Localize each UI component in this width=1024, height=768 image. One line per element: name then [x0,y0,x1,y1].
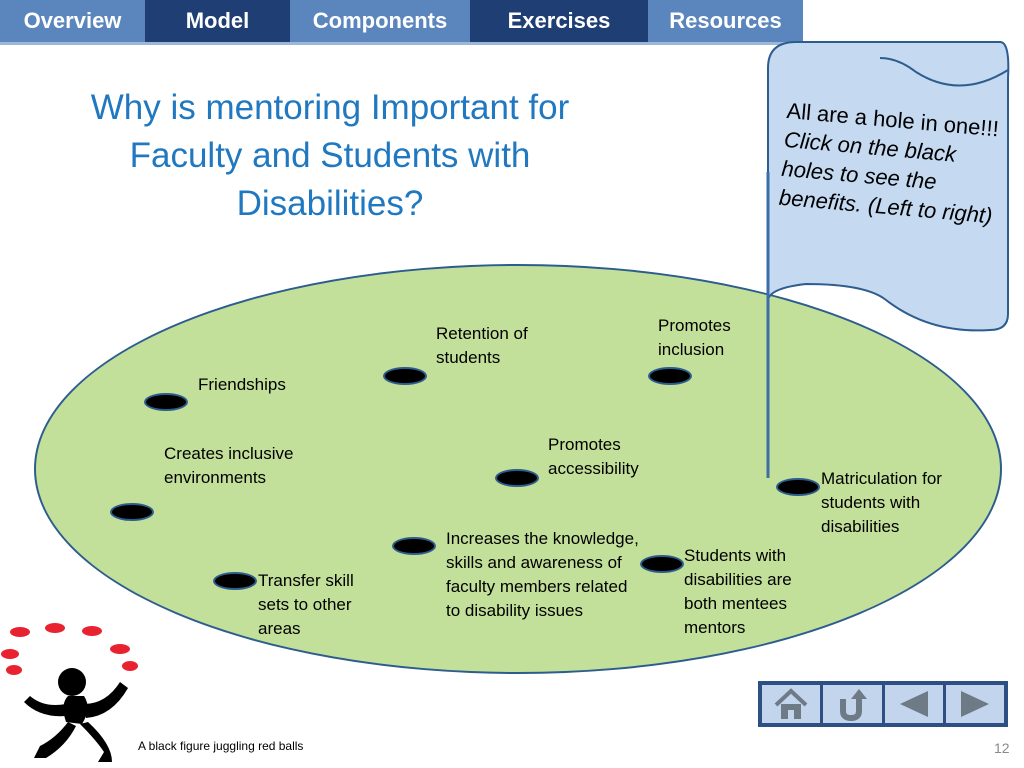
tab-components[interactable]: Components [290,0,470,42]
top-navigation: Overview Model Components Exercises Reso… [0,0,803,42]
hole-matriculation[interactable] [776,478,820,496]
juggler-figure-icon [1,623,138,762]
label-inclusive-environments: Creates inclusive environments [164,444,294,487]
label-accessibility: Promotes accessibility [548,435,639,478]
label-promotes-inclusion: Promotes inclusion [658,316,731,359]
image-caption: A black figure juggling red balls [138,739,304,753]
home-button[interactable] [762,685,821,723]
page-number: 12 [994,740,1010,756]
label-friendships: Friendships [198,375,286,394]
hole-retention[interactable] [383,367,427,385]
return-icon [840,689,868,721]
label-matriculation: Matriculation for students with disabili… [821,469,942,536]
hole-promotes-inclusion[interactable] [648,367,692,385]
tab-exercises[interactable]: Exercises [470,0,648,42]
return-button[interactable] [823,685,882,723]
home-icon [774,688,808,719]
hole-accessibility[interactable] [495,469,539,487]
hole-transfer-skills[interactable] [213,572,257,590]
tab-resources[interactable]: Resources [648,0,803,42]
page-title: Why is mentoring Important for Faculty a… [90,88,570,223]
label-mentees-mentors: Students with disabilities are both ment… [684,546,792,637]
slide-navigation [758,681,1008,727]
label-knowledge-skills: Increases the knowledge, skills and awar… [446,529,639,620]
nav-divider [0,42,805,45]
hole-knowledge-skills[interactable] [392,537,436,555]
previous-icon [899,691,928,717]
label-transfer-skills: Transfer skill sets to other areas [258,571,354,638]
next-icon [960,691,989,717]
next-button[interactable] [945,685,1004,723]
hole-inclusive-environments[interactable] [110,503,154,521]
scroll-instructions: All are a hole in one!!! Click on the bl… [778,96,1002,230]
hole-mentees-mentors[interactable] [640,555,684,573]
previous-button[interactable] [884,685,943,723]
hole-friendships[interactable] [144,393,188,411]
label-retention: Retention of students [436,324,528,367]
tab-overview[interactable]: Overview [0,0,145,42]
tab-model[interactable]: Model [145,0,290,42]
